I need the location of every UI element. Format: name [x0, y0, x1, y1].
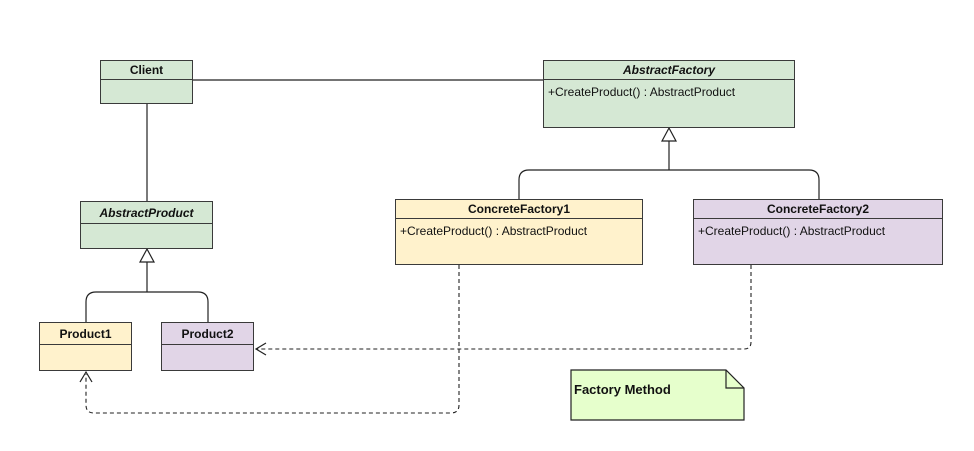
class-abstract-factory-name: AbstractFactory	[544, 61, 794, 80]
class-product-1-name: Product1	[40, 323, 131, 345]
class-product-2[interactable]: Product2	[161, 322, 254, 371]
class-concrete-factory-1-operation: +CreateProduct() : AbstractProduct	[400, 224, 588, 238]
class-client-name: Client	[101, 61, 192, 80]
class-product-1[interactable]: Product1	[39, 322, 132, 371]
class-concrete-factory-1-name: ConcreteFactory1	[396, 200, 642, 219]
generalization-concretefactory2[interactable]	[669, 169, 820, 199]
generalization-arrowhead-abstractfactory	[660, 126, 678, 142]
generalization-product2[interactable]	[147, 291, 209, 322]
generalization-concretefactory1[interactable]	[518, 169, 669, 199]
dependency-arrowhead-product1	[79, 370, 93, 383]
note-shape[interactable]	[570, 369, 745, 421]
class-concrete-factory-1[interactable]: ConcreteFactory1 +CreateProduct() : Abst…	[395, 199, 643, 265]
class-abstract-factory[interactable]: AbstractFactory +CreateProduct() : Abstr…	[543, 60, 795, 128]
note-fold	[725, 370, 744, 389]
generalization-product1[interactable]	[85, 291, 147, 322]
generalization-arrowhead-abstractproduct	[138, 247, 156, 263]
class-abstract-product[interactable]: AbstractProduct	[80, 201, 213, 249]
class-abstract-product-name: AbstractProduct	[81, 202, 212, 224]
dependency-arrowhead-product2	[254, 342, 267, 356]
dependency-concretefactory2-product2[interactable]	[256, 265, 752, 350]
class-product-2-name: Product2	[162, 323, 253, 345]
class-abstract-factory-operation: +CreateProduct() : AbstractProduct	[548, 85, 736, 99]
note-text: Factory Method	[574, 382, 671, 397]
class-concrete-factory-2-name: ConcreteFactory2	[694, 200, 942, 219]
class-concrete-factory-2-operation: +CreateProduct() : AbstractProduct	[698, 224, 886, 238]
class-client[interactable]: Client	[100, 60, 193, 104]
dependency-concretefactory1-product1[interactable]	[85, 265, 460, 414]
class-concrete-factory-2[interactable]: ConcreteFactory2 +CreateProduct() : Abst…	[693, 199, 943, 265]
